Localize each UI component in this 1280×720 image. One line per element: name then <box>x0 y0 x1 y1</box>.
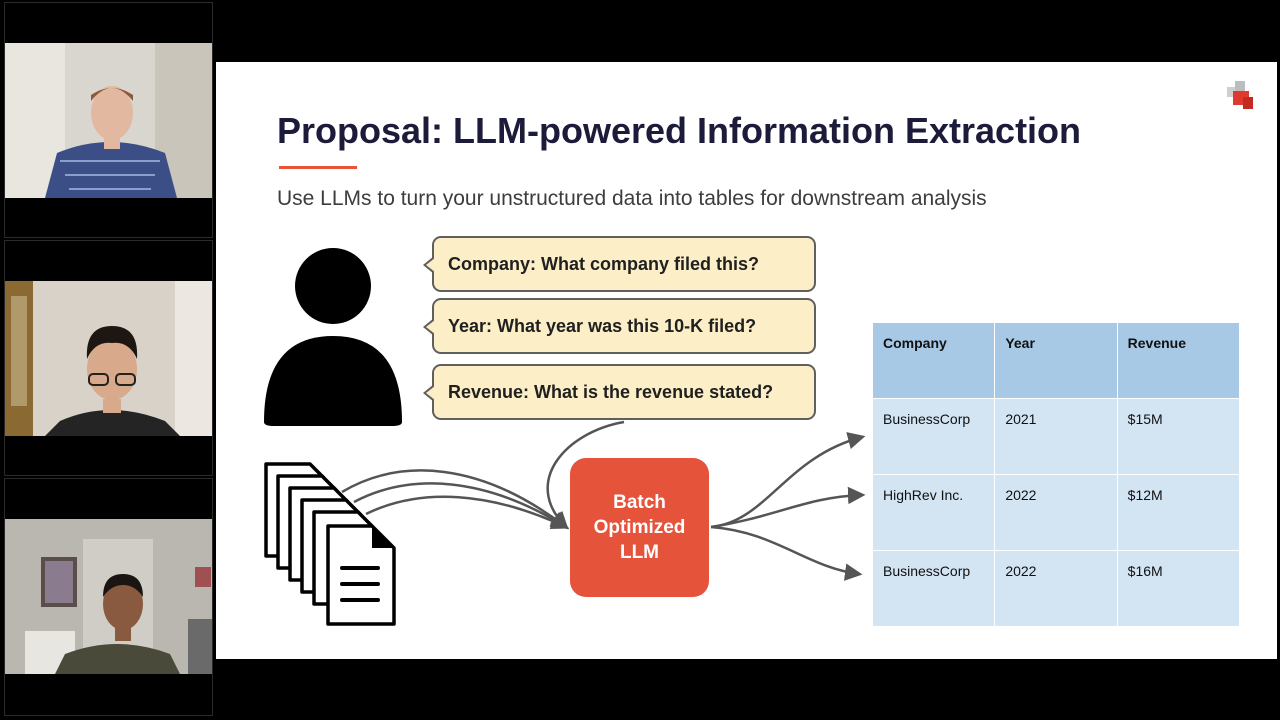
batch-optimized-llm-box: Batch Optimized LLM <box>570 458 709 597</box>
table-cell: $16M <box>1117 551 1240 627</box>
table-cell: 2022 <box>995 475 1118 551</box>
arrow-icon <box>710 525 863 581</box>
arrow-icon <box>365 495 570 530</box>
slide-subtitle: Use LLMs to turn your unstructured data … <box>277 187 987 210</box>
person-icon <box>264 248 402 426</box>
table-cell: $15M <box>1117 399 1240 475</box>
slide-title: Proposal: LLM-powered Information Extrac… <box>277 110 1082 151</box>
table-cell: BusinessCorp <box>873 551 996 627</box>
title-underline <box>279 166 357 169</box>
arrow-icon <box>341 469 569 530</box>
llm-box-label: Batch Optimized LLM <box>593 492 686 563</box>
table-header-row: Company Year Revenue <box>873 323 1240 399</box>
arrow-icon <box>710 486 866 529</box>
logo-icon <box>1227 81 1253 109</box>
table-header-cell: Year <box>995 323 1118 399</box>
table-header-cell: Company <box>873 323 996 399</box>
table-cell: HighRev Inc. <box>873 475 996 551</box>
flow-arrows <box>341 420 866 581</box>
document-stack-icon <box>264 462 396 626</box>
arrow-icon <box>546 420 625 530</box>
participant-video-1 <box>5 43 212 198</box>
table-cell: BusinessCorp <box>873 399 996 475</box>
table-row: BusinessCorp 2022 $16M <box>873 551 1240 627</box>
question-bubble-company: Company: What company filed this? <box>423 236 816 292</box>
table-row: HighRev Inc. 2022 $12M <box>873 475 1240 551</box>
participant-tile-3[interactable] <box>4 478 213 716</box>
shared-slide: Proposal: LLM-powered Information Extrac… <box>216 62 1277 659</box>
participant-tile-1[interactable] <box>4 2 213 238</box>
arrow-icon <box>710 432 866 529</box>
question-bubble-year: Year: What year was this 10-K filed? <box>423 298 816 354</box>
table-header-cell: Revenue <box>1117 323 1240 399</box>
table-cell: 2022 <box>995 551 1118 627</box>
question-bubble-revenue: Revenue: What is the revenue stated? <box>423 364 816 420</box>
table-row: BusinessCorp 2021 $15M <box>873 399 1240 475</box>
participant-video-3 <box>5 519 212 674</box>
table-cell: 2021 <box>995 399 1118 475</box>
table-cell: $12M <box>1117 475 1240 551</box>
extracted-data-table: Company Year Revenue BusinessCorp 2021 $… <box>873 323 1240 627</box>
participant-video-2 <box>5 281 212 436</box>
participant-tile-2[interactable] <box>4 240 213 476</box>
arrow-icon <box>353 482 569 529</box>
